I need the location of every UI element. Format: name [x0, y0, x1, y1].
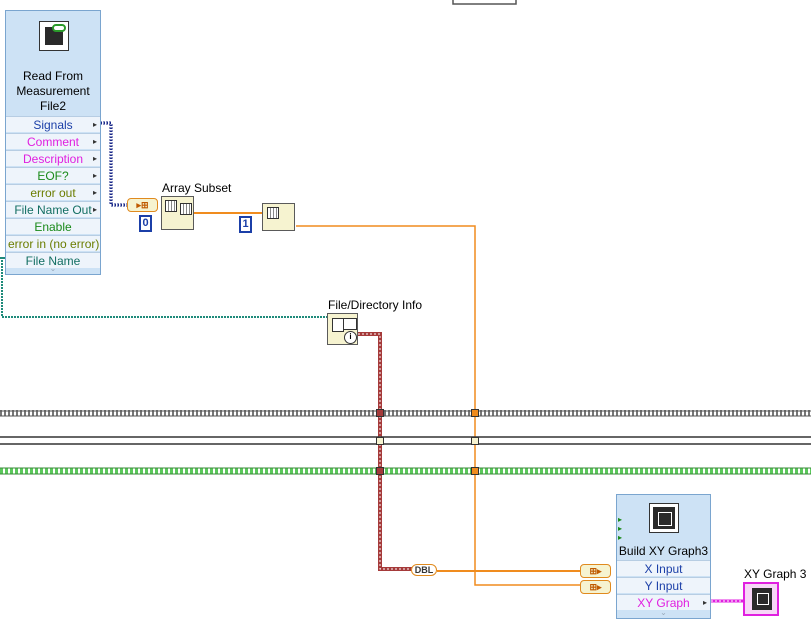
terminal-label: Comment — [26, 135, 79, 149]
y-data-wire — [296, 225, 581, 586]
file-dir-info-node[interactable]: i — [327, 313, 358, 345]
read-file-title: Read From Measurement File2 — [16, 69, 90, 113]
terminal-label: error in (no error) — [8, 237, 100, 251]
build-xy-input-arrows: ▸▸▸ — [618, 515, 623, 542]
resize-chevron-icon[interactable]: ⌄ — [660, 608, 667, 617]
tunnel-data-top[interactable] — [471, 409, 479, 417]
terminal-xy-graph[interactable]: XY Graph▸ — [617, 594, 710, 610]
terminal-eof[interactable]: EOF?▸ — [6, 167, 100, 183]
xy-graph-icon — [649, 503, 679, 533]
terminal-label: Signals — [33, 118, 73, 132]
info-wire — [358, 332, 412, 571]
index-array-index-constant[interactable]: 1 — [239, 216, 252, 233]
terminal-label: XY Graph — [637, 596, 690, 610]
convert-to-dynamic-x-node[interactable]: ⊞▸ — [580, 564, 611, 578]
signals-wire — [100, 121, 128, 207]
terminal-signals[interactable]: Signals▸ — [6, 116, 100, 132]
terminal-file-name-out[interactable]: File Name Out▸ — [6, 201, 100, 217]
terminal-enable[interactable]: Enable — [6, 218, 100, 234]
tunnel-info-middle[interactable] — [376, 437, 384, 445]
resize-chevron-icon[interactable]: ⌄ — [49, 264, 57, 273]
terminal-file-name[interactable]: File Name — [6, 252, 100, 268]
dbl-conversion-node[interactable]: DBL — [411, 564, 437, 576]
terminal-label: File Name — [25, 254, 81, 268]
terminal-x-input[interactable]: X Input — [617, 560, 710, 576]
index-array-node[interactable] — [262, 203, 295, 231]
terminal-y-input[interactable]: Y Input — [617, 577, 710, 593]
tunnel-data-bottom[interactable] — [471, 467, 479, 475]
tunnel-info-bottom[interactable] — [376, 467, 384, 475]
convert-dynamic-data-node[interactable]: ▸⊞ — [127, 198, 158, 212]
array-subset-icon — [180, 203, 192, 215]
tunnel-data-middle[interactable] — [471, 437, 479, 445]
terminal-label: EOF? — [37, 169, 69, 183]
terminal-label: Enable — [34, 220, 72, 234]
terminal-error-out[interactable]: error out▸ — [6, 184, 100, 200]
convert-to-dynamic-y-node[interactable]: ⊞▸ — [580, 580, 611, 594]
terminal-label: Y Input — [644, 579, 683, 593]
xy-graph-label: XY Graph 3 — [744, 567, 807, 581]
array-subset-label: Array Subset — [162, 181, 232, 195]
tunnel-info-top[interactable] — [376, 409, 384, 417]
graph-icon — [752, 588, 772, 610]
array-subset-icon — [165, 200, 177, 212]
path-wire — [1, 260, 327, 318]
build-xy-graph-node[interactable]: ▸▸▸ Build XY Graph3 X Input Y Input XY G… — [616, 494, 711, 619]
array-subset-index-constant[interactable]: 0 — [139, 215, 152, 232]
xy-graph-terminal[interactable] — [743, 582, 779, 616]
terminal-label: Description — [22, 152, 84, 166]
terminal-comment[interactable]: Comment▸ — [6, 133, 100, 149]
terminal-label: error out — [30, 186, 76, 200]
info-icon: i — [344, 331, 357, 344]
file-dir-info-label: File/Directory Info — [328, 298, 423, 312]
build-xy-title: Build XY Graph3 — [618, 544, 709, 558]
terminal-description[interactable]: Description▸ — [6, 150, 100, 166]
index-array-icon — [267, 207, 279, 219]
array-subset-node[interactable] — [161, 196, 194, 230]
folder-icon — [343, 318, 357, 330]
read-file-icon — [39, 21, 69, 51]
terminal-error-in[interactable]: error in (no error) — [6, 235, 100, 251]
terminal-label: X Input — [644, 562, 683, 576]
terminal-label: File Name Out — [14, 203, 92, 217]
read-measurement-file-node[interactable]: Read From Measurement File2 Signals▸ Com… — [5, 10, 101, 275]
